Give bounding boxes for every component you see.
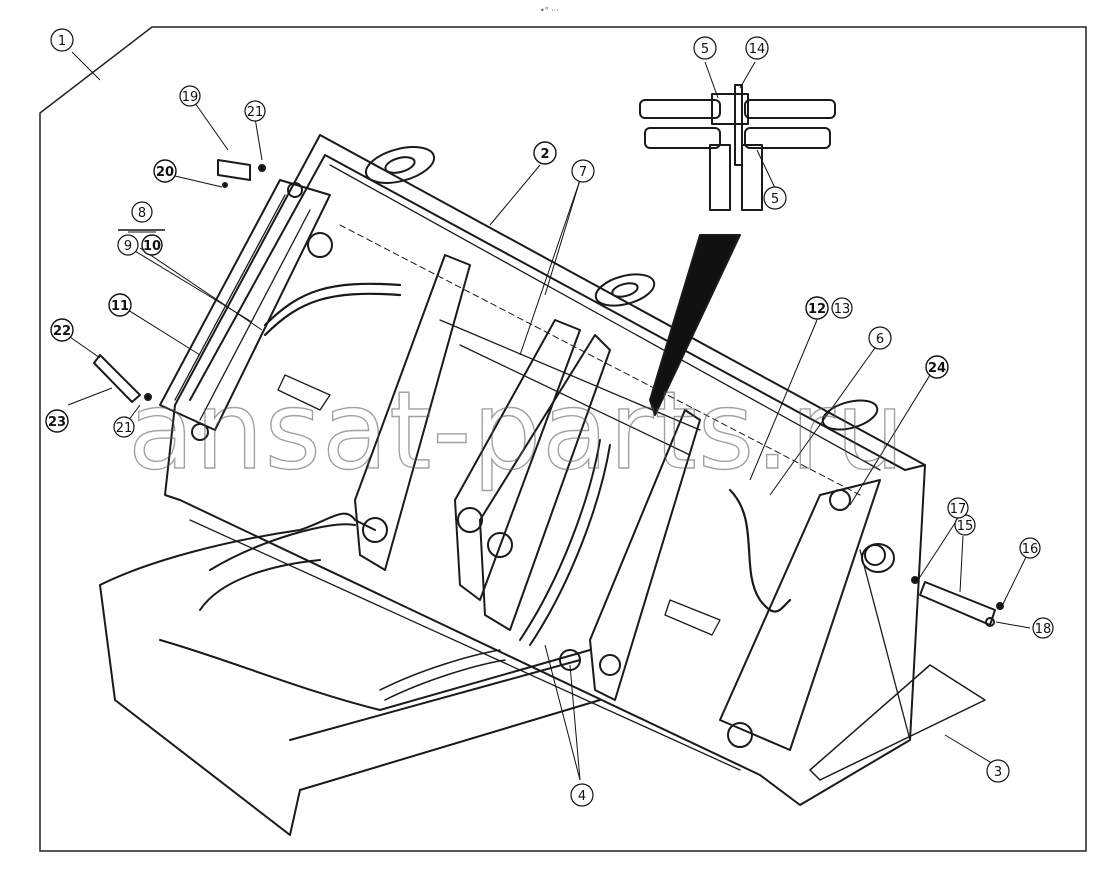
diagram-frame — [39, 26, 1087, 852]
callout-16: 16 — [1019, 537, 1041, 559]
callout-4: 4 — [570, 783, 594, 807]
callout-22: 22 — [50, 318, 74, 342]
svg-text:21: 21 — [116, 421, 133, 436]
callout-23: 23 — [45, 409, 69, 433]
callouts: 1 2 3 4 5 5 6 7 — [45, 28, 1054, 807]
svg-text:8: 8 — [138, 206, 146, 221]
watermark-text: ansat-parts.ru — [128, 369, 905, 494]
callout-21-bottom: 21 — [113, 416, 135, 438]
svg-text:23: 23 — [48, 415, 66, 430]
svg-text:21: 21 — [247, 105, 264, 120]
callout-21-top: 21 — [244, 100, 266, 122]
callout-17: 17 — [947, 497, 969, 519]
callout-19: 19 — [179, 85, 201, 107]
svg-text:12: 12 — [808, 302, 826, 317]
bucket-drawing — [93, 84, 1004, 836]
callout-6: 6 — [868, 326, 892, 350]
callout-13: 13 — [831, 297, 853, 319]
header-mark: •° ··· — [540, 6, 559, 15]
svg-text:10: 10 — [143, 239, 161, 254]
callout-5-top: 5 — [693, 36, 717, 60]
svg-text:6: 6 — [876, 332, 884, 347]
svg-text:20: 20 — [156, 165, 174, 180]
callout-18: 18 — [1032, 617, 1054, 639]
svg-text:5: 5 — [771, 192, 779, 207]
svg-text:9: 9 — [124, 239, 132, 254]
callout-12: 12 — [805, 296, 829, 320]
callout-11: 11 — [108, 293, 132, 317]
svg-text:1: 1 — [58, 34, 66, 49]
svg-text:19: 19 — [182, 90, 199, 105]
callout-9: 9 — [117, 234, 139, 256]
svg-text:5: 5 — [701, 42, 709, 57]
svg-text:22: 22 — [53, 324, 71, 339]
svg-text:18: 18 — [1035, 622, 1052, 637]
callout-7: 7 — [571, 159, 595, 183]
svg-text:3: 3 — [994, 765, 1002, 780]
svg-text:7: 7 — [579, 165, 587, 180]
callout-3: 3 — [986, 759, 1010, 783]
svg-text:11: 11 — [111, 299, 129, 314]
callout-2: 2 — [533, 141, 557, 165]
leader-lines — [67, 51, 1031, 781]
svg-text:15: 15 — [957, 519, 974, 534]
svg-text:2: 2 — [540, 147, 549, 162]
callout-10: 10 — [141, 234, 163, 256]
svg-text:14: 14 — [749, 42, 766, 57]
callout-24: 24 — [925, 355, 949, 379]
svg-text:24: 24 — [928, 361, 946, 376]
callout-15: 15 — [954, 514, 976, 536]
callout-14: 14 — [745, 36, 769, 60]
svg-text:16: 16 — [1022, 542, 1039, 557]
callout-8: 8 — [131, 201, 153, 223]
svg-text:17: 17 — [950, 502, 967, 517]
svg-text:4: 4 — [578, 789, 586, 804]
callout-20: 20 — [153, 159, 177, 183]
callout-5-bottom: 5 — [763, 186, 787, 210]
callout-1: 1 — [50, 28, 74, 52]
svg-text:13: 13 — [834, 302, 851, 317]
